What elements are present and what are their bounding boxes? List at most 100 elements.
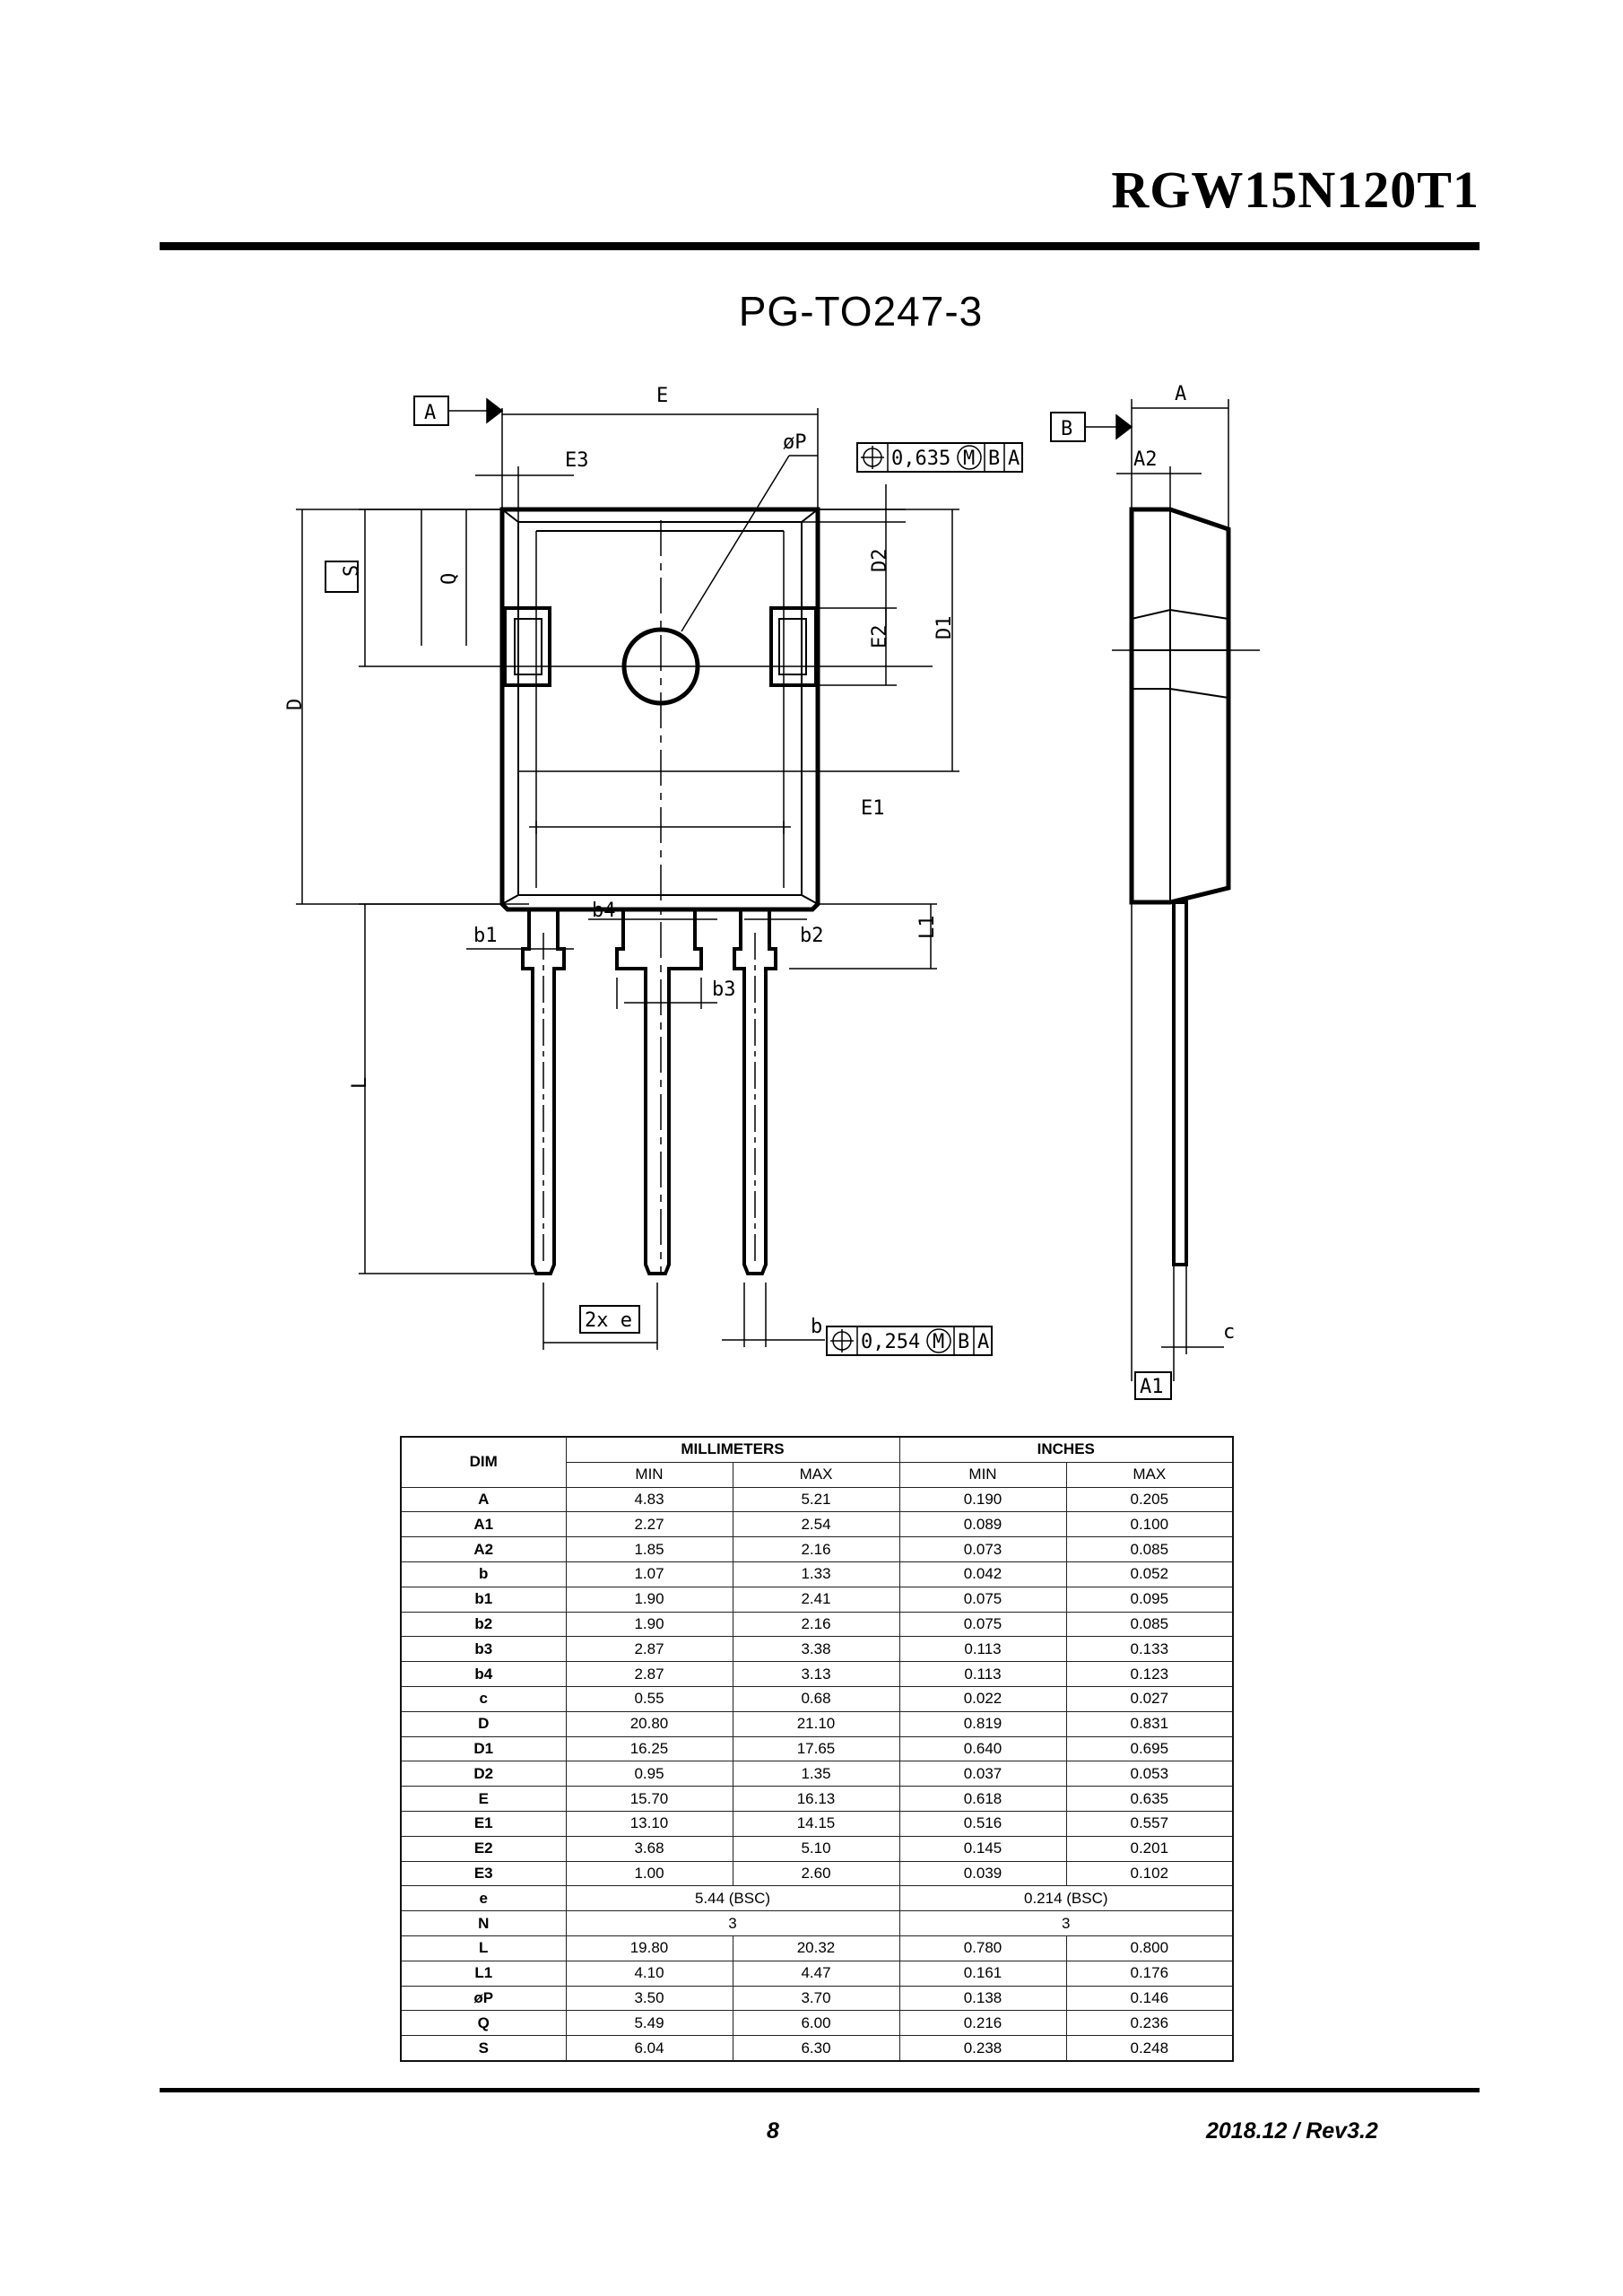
value-cell: 5.10 <box>732 1835 900 1862</box>
value-cell: 0.133 <box>1065 1636 1234 1663</box>
value-cell: 0.640 <box>898 1735 1067 1762</box>
value-cell: 0.075 <box>898 1611 1067 1638</box>
in-max-header: MAX <box>1065 1461 1234 1488</box>
dim-cell: E3 <box>400 1860 567 1887</box>
side-view <box>1112 507 1260 1266</box>
mm-max-header: MAX <box>732 1461 900 1488</box>
dim-a2-label: A2 <box>1133 448 1158 471</box>
value-cell: 2.54 <box>732 1511 900 1538</box>
dim-l1-label: L1 <box>916 916 939 940</box>
dim-cell: c <box>400 1685 567 1712</box>
value-cell: 0.053 <box>1065 1761 1234 1787</box>
value-cell: 6.30 <box>732 2035 900 2062</box>
value-cell: 13.10 <box>565 1810 733 1837</box>
dim-cell: b <box>400 1561 567 1587</box>
value-cell: 14.15 <box>732 1810 900 1837</box>
dim-cell: E <box>400 1786 567 1812</box>
value-cell: 2.60 <box>732 1860 900 1887</box>
dim-cell: E2 <box>400 1835 567 1862</box>
dim-cell: b3 <box>400 1636 567 1663</box>
dimension-labels: A E øP E3 0,635 M B A A B A2 S Q D D2 E2… <box>284 383 1235 1398</box>
value-cell: 0.557 <box>1065 1810 1234 1837</box>
value-cell: 0.095 <box>1065 1586 1234 1613</box>
value-cell: 1.85 <box>565 1536 733 1562</box>
value-cell: 16.25 <box>565 1735 733 1762</box>
value-cell: 0.161 <box>898 1960 1067 1987</box>
front-view-body <box>499 507 959 1274</box>
part-number-title: RGW15N120T1 <box>1111 161 1480 219</box>
tol-bottom-b: B <box>958 1331 969 1353</box>
dim-cell: D2 <box>400 1761 567 1787</box>
value-cell: 17.65 <box>732 1735 900 1762</box>
value-cell: 0.089 <box>898 1511 1067 1538</box>
value-cell: 0.205 <box>1065 1486 1234 1513</box>
value-cell: 0.146 <box>1065 1985 1234 2012</box>
value-cell: 0.138 <box>898 1985 1067 2012</box>
datum-b-label: B <box>1061 418 1072 440</box>
value-cell: 0.780 <box>898 1935 1067 1961</box>
dim-a-label: A <box>1175 383 1186 405</box>
header-rule <box>160 242 1480 250</box>
value-cell: 0.176 <box>1065 1960 1234 1987</box>
dim-cell: S <box>400 2035 567 2062</box>
value-cell: 19.80 <box>565 1935 733 1961</box>
millimeters-header: MILLIMETERS <box>565 1436 900 1463</box>
dim-b2-label: b2 <box>800 925 824 947</box>
dim-cell: e <box>400 1885 567 1912</box>
tol-bottom-a: A <box>977 1331 989 1353</box>
value-cell: 5.49 <box>565 2010 733 2037</box>
dim-cell: A1 <box>400 1511 567 1538</box>
value-cell: 16.13 <box>732 1786 900 1812</box>
value-cell: 1.35 <box>732 1761 900 1787</box>
dim-cell: N <box>400 1910 567 1936</box>
value-cell: 1.07 <box>565 1561 733 1587</box>
dim-cell: E1 <box>400 1810 567 1837</box>
tol-top-b: B <box>988 448 1000 470</box>
value-cell: 3 <box>898 1910 1234 1936</box>
dim-e3-label: E3 <box>565 449 589 472</box>
dim-cell: b1 <box>400 1586 567 1613</box>
value-cell: 0.085 <box>1065 1611 1234 1638</box>
value-cell: 3.68 <box>565 1835 733 1862</box>
tol-top-m: M <box>963 448 975 470</box>
dim-a1-label: A1 <box>1140 1376 1164 1398</box>
value-cell: 0.618 <box>898 1786 1067 1812</box>
leads <box>521 909 777 1275</box>
value-cell: 0.695 <box>1065 1735 1234 1762</box>
value-cell: 20.32 <box>732 1935 900 1961</box>
tol-top-a: A <box>1008 448 1020 470</box>
value-cell: 0.102 <box>1065 1860 1234 1887</box>
value-cell: 3 <box>565 1910 900 1936</box>
revision-label: 2018.12 / Rev3.2 <box>1206 2118 1378 2144</box>
dim-cell: A <box>400 1486 567 1513</box>
datum-a-label: A <box>424 402 436 424</box>
value-cell: 4.47 <box>732 1960 900 1987</box>
tol-top-value: 0,635 <box>891 448 950 470</box>
dimension-lines <box>296 396 1023 1356</box>
value-cell: 0.039 <box>898 1860 1067 1887</box>
value-cell: 0.052 <box>1065 1561 1234 1587</box>
value-cell: 21.10 <box>732 1710 900 1737</box>
value-cell: 0.214 (BSC) <box>898 1885 1234 1912</box>
value-cell: 0.236 <box>1065 2010 1234 2037</box>
dim-q-label: Q <box>438 573 461 585</box>
value-cell: 2.16 <box>732 1536 900 1562</box>
value-cell: 0.073 <box>898 1536 1067 1562</box>
value-cell: 3.13 <box>732 1661 900 1687</box>
value-cell: 0.113 <box>898 1661 1067 1687</box>
dim-b4-label: b4 <box>592 900 616 922</box>
